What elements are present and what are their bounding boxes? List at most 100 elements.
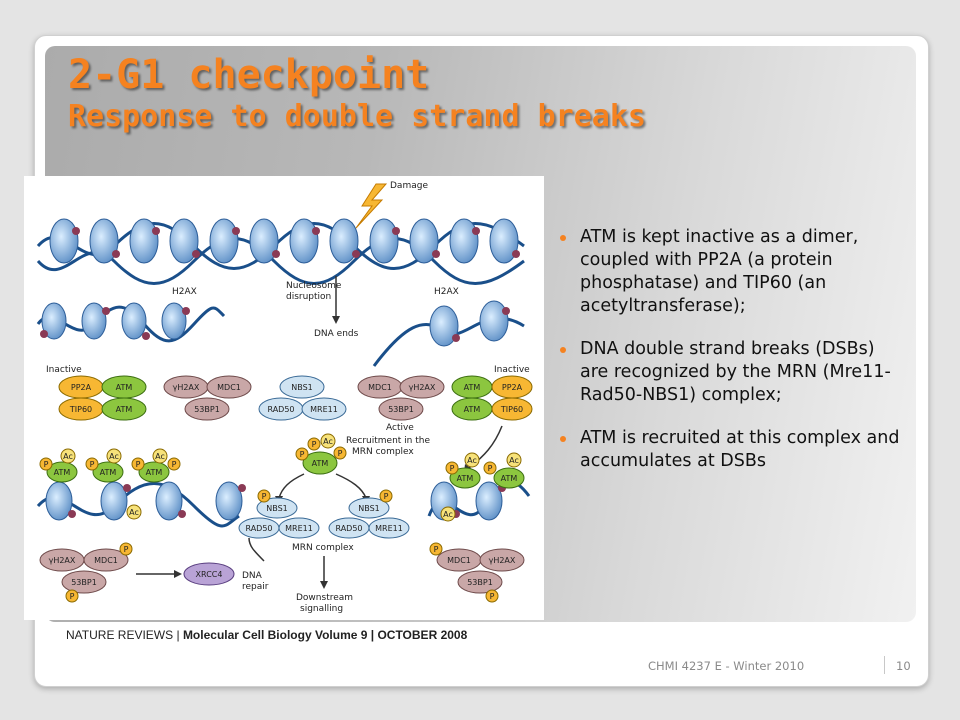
svg-text:NBS1: NBS1 <box>291 383 313 392</box>
svg-text:P: P <box>262 492 267 501</box>
label-inactive-right: Inactive <box>494 365 530 375</box>
svg-text:Ac: Ac <box>63 452 73 461</box>
figure-svg: Damage H2AX H2AX Nucleosome disruption D… <box>36 181 533 614</box>
svg-text:NBS1: NBS1 <box>358 504 380 513</box>
svg-text:P: P <box>490 592 495 601</box>
svg-text:P: P <box>450 464 455 473</box>
label-nucleosome-1: Nucleosome <box>286 281 342 291</box>
svg-text:γH2AX: γH2AX <box>49 556 76 565</box>
svg-text:MRE11: MRE11 <box>285 524 313 533</box>
svg-text:XRCC4: XRCC4 <box>196 570 223 579</box>
svg-text:Ac: Ac <box>509 456 519 465</box>
dsb-response-figure: Damage H2AX H2AX Nucleosome disruption D… <box>24 176 544 620</box>
arrow-recruit-right <box>335 473 367 499</box>
bullet-item: ATM is kept inactive as a dimer, coupled… <box>560 226 905 318</box>
svg-text:PP2A: PP2A <box>502 383 523 392</box>
svg-text:P: P <box>338 449 343 458</box>
svg-text:MRE11: MRE11 <box>375 524 403 533</box>
bullet-text: DNA double strand breaks (DSBs) are reco… <box>580 339 891 405</box>
label-h2ax-left: H2AX <box>172 287 197 297</box>
svg-text:53BP1: 53BP1 <box>194 405 220 414</box>
svg-text:53BP1: 53BP1 <box>71 578 97 587</box>
svg-text:ATM: ATM <box>54 468 71 477</box>
svg-text:MDC1: MDC1 <box>94 556 118 565</box>
gh2ax-mdc1-complex-bottom-left: γH2AX MDC1 53BP1 P P <box>39 542 133 603</box>
svg-text:53BP1: 53BP1 <box>388 405 414 414</box>
bullet-text: ATM is recruited at this complex and acc… <box>580 428 900 471</box>
svg-text:MDC1: MDC1 <box>447 556 471 565</box>
svg-text:P: P <box>384 492 389 501</box>
damage-bolt-icon <box>355 183 388 229</box>
arrow-to-xrcc4-head-icon <box>174 570 182 578</box>
mrn-active-complex: NBS1 RAD50 MRE11 <box>258 375 347 421</box>
svg-text:ATM: ATM <box>457 474 474 483</box>
svg-text:53BP1: 53BP1 <box>467 578 493 587</box>
svg-text:γH2AX: γH2AX <box>173 383 200 392</box>
svg-text:Ac: Ac <box>467 456 477 465</box>
svg-text:ATM: ATM <box>146 468 163 477</box>
chromatin-left-fragment <box>36 302 226 343</box>
bullet-list: ATM is kept inactive as a dimer, coupled… <box>560 226 905 493</box>
chromatin-right-fragment <box>372 300 525 367</box>
mdc1-gh2ax-complex-bottom-right: MDC1 γH2AX 53BP1 P P <box>429 542 525 603</box>
arrow-disruption-head-icon <box>332 316 340 324</box>
svg-text:TIP60: TIP60 <box>69 405 92 414</box>
svg-text:ATM: ATM <box>464 383 481 392</box>
inactive-atm-complex-left: PP2A ATM TIP60 ATM <box>58 375 147 421</box>
svg-text:P: P <box>434 545 439 554</box>
svg-text:TIP60: TIP60 <box>500 405 523 414</box>
label-dna-repair-1: DNA <box>242 571 263 581</box>
chromatin-top <box>36 218 525 285</box>
xrcc4-protein: XRCC4 <box>183 562 235 586</box>
label-recruitment-2: MRN complex <box>352 447 414 457</box>
chromatin-left-active: ATM ATM ATM P Ac P Ac P Ac P Ac <box>36 448 246 528</box>
title-line-2: Response to double strand breaks <box>68 99 646 134</box>
figure-caption: NATURE REVIEWS | Molecular Cell Biology … <box>66 628 467 642</box>
svg-text:Ac: Ac <box>109 452 119 461</box>
svg-text:ATM: ATM <box>501 474 518 483</box>
label-downstream-1: Downstream <box>296 593 353 603</box>
svg-text:MDC1: MDC1 <box>217 383 241 392</box>
label-h2ax-right: H2AX <box>434 287 459 297</box>
svg-text:ATM: ATM <box>116 405 133 414</box>
svg-text:Ac: Ac <box>155 452 165 461</box>
svg-text:ATM: ATM <box>116 383 133 392</box>
label-recruitment-1: Recruitment in the <box>346 436 430 446</box>
footer-divider <box>884 656 885 674</box>
bullet-item: DNA double strand breaks (DSBs) are reco… <box>560 338 905 407</box>
svg-text:MRE11: MRE11 <box>310 405 338 414</box>
label-active: Active <box>386 423 414 433</box>
svg-text:P: P <box>44 460 49 469</box>
svg-text:Ac: Ac <box>443 510 453 519</box>
bullet-dot-icon <box>560 235 566 241</box>
label-downstream-2: signalling <box>300 604 343 614</box>
svg-text:RAD50: RAD50 <box>245 524 272 533</box>
chromatin-right-active: ATM ATM P Ac P Ac Ac <box>427 452 531 522</box>
svg-text:γH2AX: γH2AX <box>489 556 516 565</box>
svg-text:Ac: Ac <box>129 508 139 517</box>
label-damage: Damage <box>390 181 428 191</box>
title-line-1: 2-G1 checkpoint <box>68 52 430 98</box>
svg-text:P: P <box>300 450 305 459</box>
caption-journal: NATURE REVIEWS <box>66 628 174 642</box>
svg-text:P: P <box>70 592 75 601</box>
svg-text:P: P <box>172 460 177 469</box>
svg-text:Ac: Ac <box>323 437 333 446</box>
svg-text:RAD50: RAD50 <box>335 524 362 533</box>
svg-text:P: P <box>488 464 493 473</box>
label-mrn-complex: MRN complex <box>292 543 354 553</box>
arrow-recruit-left <box>278 473 305 499</box>
svg-text:ATM: ATM <box>100 468 117 477</box>
svg-text:P: P <box>124 545 129 554</box>
svg-text:ATM: ATM <box>312 459 329 468</box>
svg-text:ATM: ATM <box>464 405 481 414</box>
svg-text:PP2A: PP2A <box>71 383 92 392</box>
bullet-dot-icon <box>560 436 566 442</box>
svg-text:P: P <box>312 440 317 449</box>
label-dna-repair-2: repair <box>242 582 269 592</box>
svg-text:P: P <box>90 460 95 469</box>
bullet-item: ATM is recruited at this complex and acc… <box>560 427 905 473</box>
svg-text:NBS1: NBS1 <box>266 504 288 513</box>
label-dna-ends: DNA ends <box>314 329 359 339</box>
caption-separator: | <box>176 628 180 642</box>
